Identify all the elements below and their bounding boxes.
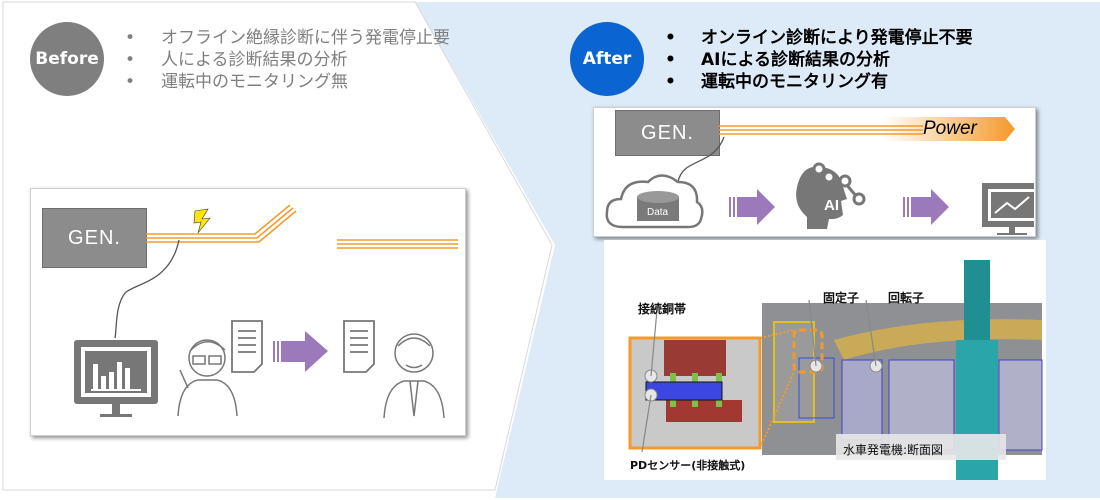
data-label: Data <box>647 207 669 218</box>
pd-sensor <box>645 381 723 401</box>
before-bullet-list: オフライン絶縁診断に伴う発電停止要 人による診断結果の分析 運転中のモニタリング… <box>125 27 450 93</box>
before-bullet: 運転中のモニタリング無 <box>125 71 450 93</box>
before-diagram-graphics <box>74 204 458 419</box>
engineer-person-icon <box>177 339 238 417</box>
rotor-label: 回転子 <box>888 291 925 305</box>
generator-label: GEN. <box>68 226 121 249</box>
connection-copper-strip-label: 接続銅帯 <box>638 302 687 316</box>
trend-monitor-icon <box>982 183 1034 235</box>
report-document-icon <box>231 320 263 373</box>
manager-person-icon <box>383 333 445 419</box>
ai-label: AI <box>824 197 839 214</box>
arrow-icon <box>273 331 328 372</box>
after-generator-box: GEN. <box>615 110 720 156</box>
after-bullet: AIによる診断結果の分析 <box>665 49 973 71</box>
pd-sensor-label: PDセンサー(非接触式) <box>630 459 746 472</box>
sensor-cable <box>677 136 725 183</box>
generator-cross-section-illustration <box>628 260 1043 480</box>
monitor-icon <box>74 340 158 417</box>
report-document-icon <box>343 320 375 373</box>
before-generator-box: GEN. <box>42 208 147 268</box>
power-arrow <box>883 117 1015 141</box>
after-bullet-list: オンライン診断により発電停止不要 AIによる診断結果の分析 運転中のモニタリング… <box>665 27 973 93</box>
generator-label: GEN. <box>641 121 694 144</box>
after-bullet: オンライン診断により発電停止不要 <box>665 27 973 49</box>
after-badge: After <box>570 22 644 96</box>
before-bullet: オフライン絶縁診断に伴う発電停止要 <box>125 27 450 49</box>
power-line-broken <box>146 204 458 249</box>
before-bullet: 人による診断結果の分析 <box>125 49 450 71</box>
arrow-icon <box>903 189 949 225</box>
cloud-data-icon <box>605 174 704 229</box>
after-bullet: 運転中のモニタリング有 <box>665 71 973 93</box>
cross-section-caption: 水車発電機:断面図 <box>843 443 944 457</box>
after-flow-graphics <box>605 117 1034 235</box>
lightning-icon <box>193 208 211 234</box>
stator-label: 固定子 <box>823 291 860 305</box>
arrow-icon <box>729 189 775 225</box>
shaft <box>964 260 990 355</box>
before-badge: Before <box>30 22 104 96</box>
ai-brain-icon <box>796 162 866 229</box>
power-label: Power <box>923 118 977 139</box>
pointer-lines <box>641 299 877 453</box>
sensor-cable <box>114 239 180 339</box>
